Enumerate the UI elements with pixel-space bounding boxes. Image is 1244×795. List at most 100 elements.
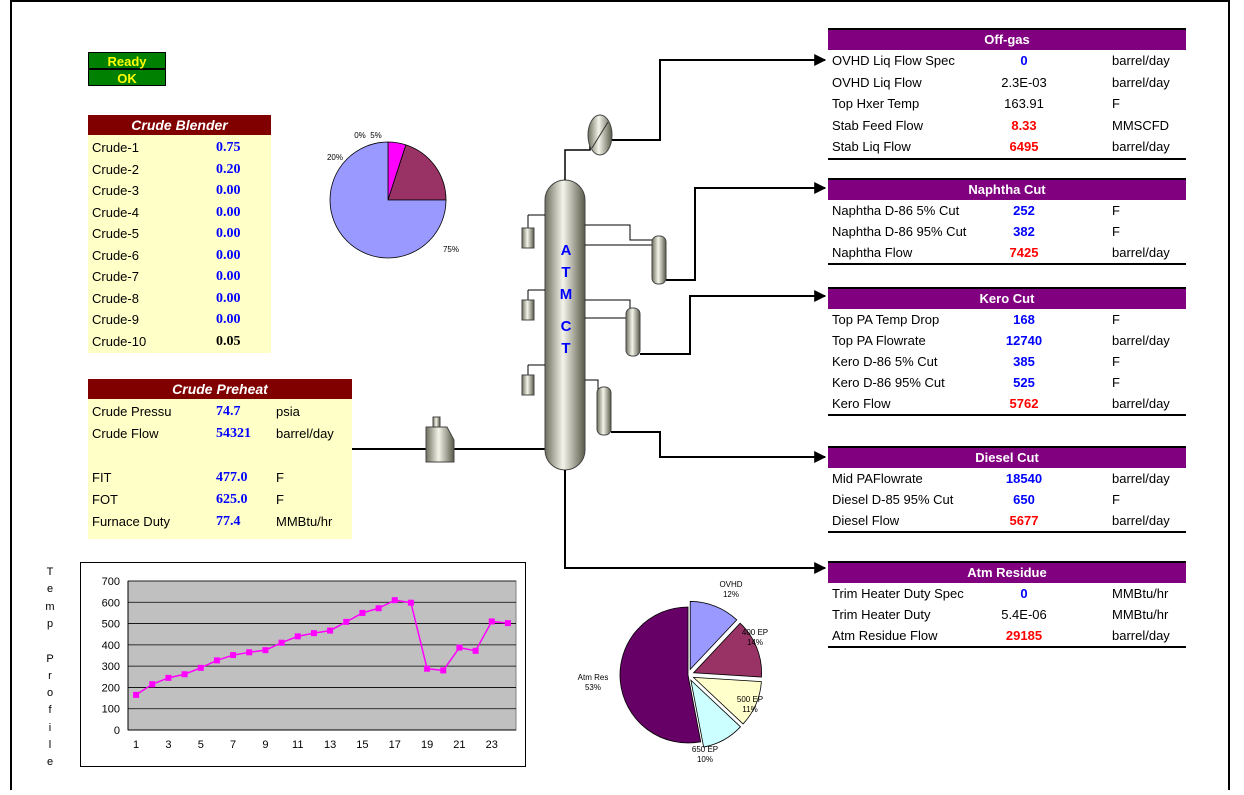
x-tick-label: 19 bbox=[421, 739, 433, 751]
preheat-param-value[interactable]: 54321 bbox=[216, 426, 251, 441]
pie-label: 11% bbox=[742, 705, 757, 714]
preheat-param-value[interactable]: 477.0 bbox=[216, 470, 248, 485]
row-value[interactable]: 7425 bbox=[1009, 245, 1039, 260]
blender-crude-fraction[interactable]: 0.00 bbox=[216, 183, 241, 198]
row-value[interactable]: 163.91 bbox=[1004, 96, 1044, 111]
y-tick-label: 500 bbox=[102, 619, 120, 631]
pie-label: 53% bbox=[585, 683, 601, 692]
blender-crude-fraction[interactable]: 0.00 bbox=[216, 269, 241, 284]
row-value[interactable]: 5.4E-06 bbox=[1001, 607, 1047, 622]
row-value[interactable]: 650 bbox=[1013, 492, 1035, 507]
temp-profile-letter: f bbox=[48, 704, 52, 717]
status-ok: OK bbox=[88, 69, 166, 86]
row-unit: F bbox=[1112, 203, 1120, 218]
process-diagram bbox=[352, 54, 827, 574]
preheat-param-name: Furnace Duty bbox=[92, 514, 171, 529]
blender-crude-fraction[interactable]: 0.00 bbox=[216, 312, 241, 327]
data-point bbox=[246, 649, 253, 656]
kero-stripper-icon bbox=[625, 307, 641, 357]
pie-slice bbox=[329, 141, 447, 259]
row-label: Top Hxer Temp bbox=[832, 96, 920, 111]
offgas-table-title: Off-gas bbox=[828, 28, 1186, 50]
x-tick-label: 13 bbox=[324, 739, 336, 751]
row-value[interactable]: 6495 bbox=[1009, 139, 1039, 154]
data-point bbox=[343, 618, 350, 625]
blender-crude-name: Crude-4 bbox=[92, 204, 139, 220]
blender-crude-fraction[interactable]: 0.20 bbox=[216, 161, 241, 177]
row-value[interactable]: 12740 bbox=[1005, 333, 1043, 348]
row-value[interactable]: 5762 bbox=[1009, 396, 1039, 411]
row-unit: barrel/day bbox=[1112, 53, 1170, 68]
x-tick-label: 21 bbox=[453, 739, 465, 751]
data-point bbox=[327, 627, 334, 634]
y-tick-label: 600 bbox=[102, 597, 120, 609]
pie-label: 0% bbox=[354, 131, 366, 140]
blender-crude-fraction[interactable]: 0.00 bbox=[216, 226, 241, 241]
row-value[interactable]: 5677 bbox=[1009, 513, 1039, 528]
pie-slice bbox=[692, 622, 762, 678]
blender-crude-name: Crude-10 bbox=[92, 333, 147, 349]
row-label: Diesel Flow bbox=[832, 513, 900, 528]
data-point bbox=[294, 633, 301, 640]
row-value[interactable]: 0 bbox=[1020, 586, 1028, 601]
row-value[interactable]: 385 bbox=[1013, 354, 1035, 369]
preheat-param-value[interactable]: 625.0 bbox=[216, 492, 248, 507]
row-label: Kero D-86 95% Cut bbox=[832, 375, 945, 390]
residue-table-title: Atm Residue bbox=[828, 561, 1186, 583]
data-point bbox=[149, 681, 156, 688]
temp-profile-letter: T bbox=[46, 566, 54, 578]
data-point bbox=[440, 667, 447, 674]
row-value[interactable]: 18540 bbox=[1005, 471, 1043, 486]
pie-label: 650 EP bbox=[692, 745, 718, 754]
pie-label: 14% bbox=[747, 638, 763, 647]
x-tick-label: 15 bbox=[356, 739, 368, 751]
temp-profile-letter: o bbox=[46, 687, 54, 700]
data-point bbox=[213, 657, 220, 664]
y-tick-label: 100 bbox=[102, 704, 120, 716]
pie-slice bbox=[692, 676, 762, 725]
blender-crude-fraction[interactable]: 0.05 bbox=[216, 333, 241, 349]
naphtha-table-title: Naphtha Cut bbox=[828, 178, 1186, 200]
blender-crude-fraction[interactable]: 0.00 bbox=[216, 247, 241, 263]
row-value[interactable]: 8.33 bbox=[1011, 117, 1037, 133]
blender-crude-fraction[interactable]: 0.00 bbox=[216, 204, 241, 220]
column-label-letter: A bbox=[560, 242, 572, 259]
row-label: Stab Feed Flow bbox=[832, 117, 924, 133]
row-value[interactable]: 168 bbox=[1013, 312, 1035, 327]
y-tick-label: 200 bbox=[102, 682, 120, 694]
row-value[interactable]: 252 bbox=[1013, 203, 1035, 218]
x-tick-label: 23 bbox=[486, 739, 498, 751]
data-point bbox=[181, 671, 188, 678]
temp-profile-letter: m bbox=[45, 600, 55, 613]
preheat-param-name: FOT bbox=[92, 492, 118, 507]
temp-profile-letter: e bbox=[46, 583, 54, 596]
pie-label: 12% bbox=[723, 590, 739, 599]
row-value[interactable]: 525 bbox=[1013, 375, 1035, 390]
row-value[interactable]: 2.3E-03 bbox=[1001, 74, 1047, 90]
pie-label: Atm Res bbox=[578, 673, 609, 682]
row-value[interactable]: 29185 bbox=[1005, 628, 1043, 643]
data-point bbox=[230, 652, 237, 659]
preheat-param-value[interactable]: 74.7 bbox=[216, 404, 241, 419]
diesel-table-title: Diesel Cut bbox=[828, 446, 1186, 468]
row-value[interactable]: 382 bbox=[1013, 224, 1035, 239]
pie-slice bbox=[690, 679, 742, 748]
blender-crude-fraction[interactable]: 0.00 bbox=[216, 290, 241, 306]
preheat-param-value[interactable]: 77.4 bbox=[216, 514, 241, 529]
row-value[interactable]: 0 bbox=[1020, 53, 1028, 68]
pie-label: 400 EP bbox=[742, 628, 768, 637]
row-unit: barrel/day bbox=[1112, 245, 1170, 260]
blender-crude-fraction[interactable]: 0.75 bbox=[216, 140, 241, 155]
data-point bbox=[133, 691, 140, 698]
sheet-frame bbox=[10, 0, 1230, 790]
